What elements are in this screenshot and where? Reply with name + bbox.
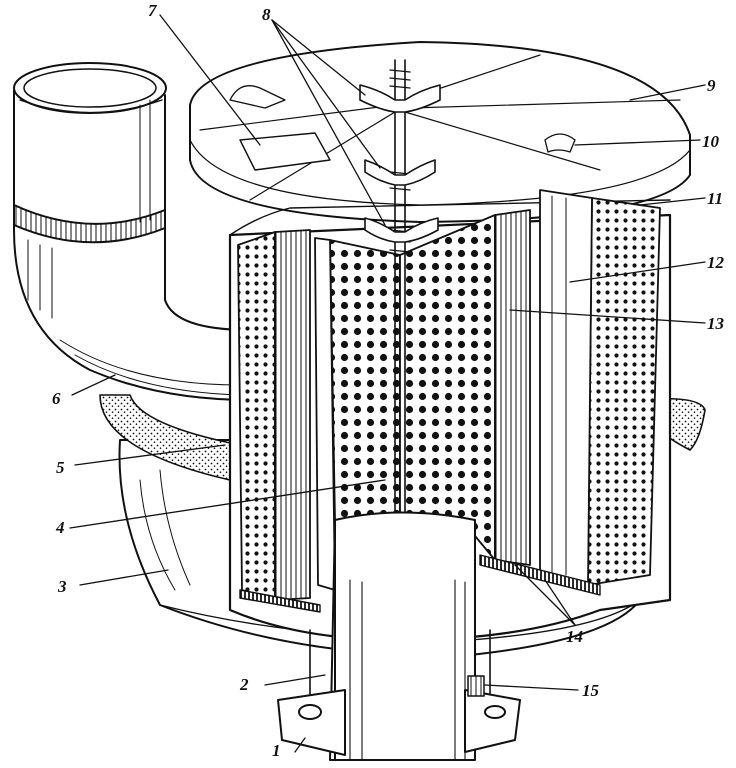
- callout-3: 3: [57, 577, 67, 596]
- wing-nut-middle: [364, 159, 436, 186]
- leader-8b: [271, 19, 381, 169]
- callout-15: 15: [582, 681, 600, 700]
- leader-8c: [271, 19, 386, 226]
- element-seal-gaskets: [239, 554, 601, 613]
- callout-13: 13: [707, 314, 725, 333]
- callout-14: 14: [566, 627, 583, 646]
- callout-12: 12: [707, 253, 725, 272]
- callout-1: 1: [272, 741, 281, 760]
- leader-14a: [514, 564, 576, 626]
- callout-6: 6: [52, 389, 61, 408]
- callout-10: 10: [702, 132, 720, 151]
- callout-9: 9: [707, 76, 716, 95]
- inlet-elbow-pipe: [13, 62, 251, 401]
- leader-7: [159, 14, 261, 146]
- callout-11: 11: [707, 189, 723, 208]
- leader-6: [71, 374, 116, 396]
- leader-13: [509, 309, 706, 324]
- outer-filter-element: [237, 189, 661, 601]
- leader-10: [574, 139, 701, 146]
- callout-5: 5: [56, 458, 65, 477]
- leader-12: [569, 261, 706, 283]
- callout-7: 7: [148, 1, 158, 20]
- callout-8: 8: [262, 5, 271, 24]
- leader-11: [639, 197, 706, 206]
- mounting-flange: [277, 689, 521, 756]
- leader-9: [629, 84, 706, 101]
- leader-1: [294, 737, 306, 753]
- leader-5: [74, 444, 226, 466]
- leader-14b: [544, 579, 576, 626]
- wing-nut-top: [359, 84, 441, 113]
- wing-nut-lower: [364, 217, 439, 243]
- callout-4: 4: [55, 518, 65, 537]
- callout-labels: 1 2 3 4 5 6 7 8 9 10 11 12 13 14 15: [52, 1, 725, 760]
- callout-2: 2: [239, 675, 249, 694]
- fastening-bolt: [467, 675, 485, 697]
- leader-2: [264, 674, 326, 686]
- leader-4: [69, 479, 386, 529]
- inlet-window: [239, 132, 331, 171]
- leader-15: [484, 684, 579, 691]
- leader-3: [79, 569, 169, 586]
- cover-lid: [189, 41, 691, 223]
- leader-lines: [69, 14, 706, 753]
- leader-8a: [271, 19, 366, 96]
- inner-filter-element: [314, 209, 531, 591]
